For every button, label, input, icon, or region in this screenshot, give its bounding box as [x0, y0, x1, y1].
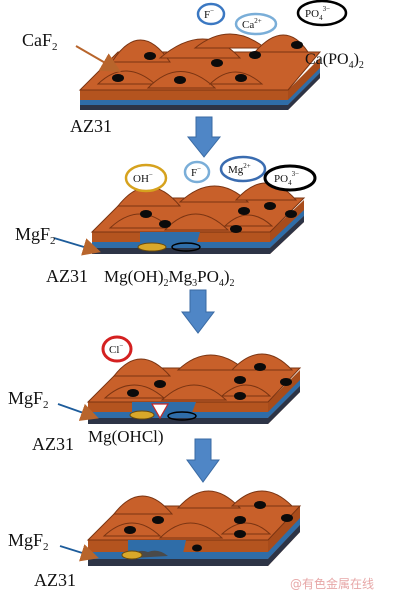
deposit-gold-stage4 [121, 550, 143, 560]
deposit-gold-stage3 [129, 410, 155, 420]
stage2-coating-pointer [53, 237, 101, 256]
stage3-particles [127, 363, 292, 400]
ion-f-stage2: F− [183, 160, 211, 184]
svg-text:Mg(OH)2Mg3PO4)2: Mg(OH)2Mg3PO4)2 [104, 267, 235, 289]
deposit-mg3po4 [171, 242, 201, 252]
stage1-coating-pointer [75, 45, 121, 73]
stage3-coating-pointer [57, 403, 99, 421]
stage2-product-label: Mg(OH)2Mg3PO4)2 [104, 267, 235, 289]
deposit-ring-stage3 [167, 411, 197, 421]
svg-text:Ca2+: Ca2+ [242, 17, 262, 31]
stage2-coating-label: MgF2 [15, 224, 56, 247]
stage1-substrate-label: AZ31 [70, 116, 112, 136]
ion-mg-stage2: Mg2+ [219, 155, 267, 183]
stage3-coating-label: MgF2 [8, 388, 49, 411]
svg-text:PO43−: PO43− [274, 170, 299, 187]
stage1-coating-label: CaF2 [22, 30, 58, 53]
stage3-product-label: Mg(OHCl) [88, 427, 164, 446]
stage1-particles [112, 41, 303, 84]
svg-text:F−: F− [191, 165, 201, 179]
process-arrow-2 [180, 289, 216, 334]
process-arrow-1 [186, 116, 222, 158]
ion-oh-stage2: OH− [124, 163, 168, 193]
svg-text:Cl−: Cl− [109, 342, 123, 356]
svg-text:CaF2: CaF2 [22, 30, 58, 53]
stage2-substrate-label: AZ31 [46, 266, 88, 286]
stage4-particles [124, 501, 293, 552]
ion-ca-stage1: Ca2+ [234, 12, 278, 36]
ion-po4-stage1: PO43− [296, 0, 348, 27]
svg-text:PO43−: PO43− [305, 5, 330, 22]
stage2-particles [140, 202, 297, 233]
stage1-product-label: Ca(PO4)2 [305, 51, 364, 71]
deposit-mgoh2 [137, 242, 167, 252]
stage4-substrate-label: AZ31 [34, 570, 76, 590]
svg-text:OH−: OH− [133, 171, 153, 185]
stage3-substrate-label: AZ31 [32, 434, 74, 454]
svg-text:Mg2+: Mg2+ [228, 162, 251, 176]
process-arrow-3 [186, 438, 220, 483]
stage4-coating-pointer [59, 544, 99, 562]
svg-text:Ca(PO4)2: Ca(PO4)2 [305, 51, 364, 71]
watermark: @有色金属在线 [290, 576, 374, 591]
stage4-coating-label: MgF2 [8, 530, 49, 553]
svg-text:F−: F− [204, 7, 214, 21]
ion-cl-stage3: Cl− [101, 335, 133, 363]
svg-text:MgF2: MgF2 [15, 224, 56, 247]
svg-text:MgF2: MgF2 [8, 530, 49, 553]
ion-f-stage1: F− [196, 2, 226, 26]
ion-po4-stage2: PO43− [263, 164, 317, 192]
svg-text:MgF2: MgF2 [8, 388, 49, 411]
